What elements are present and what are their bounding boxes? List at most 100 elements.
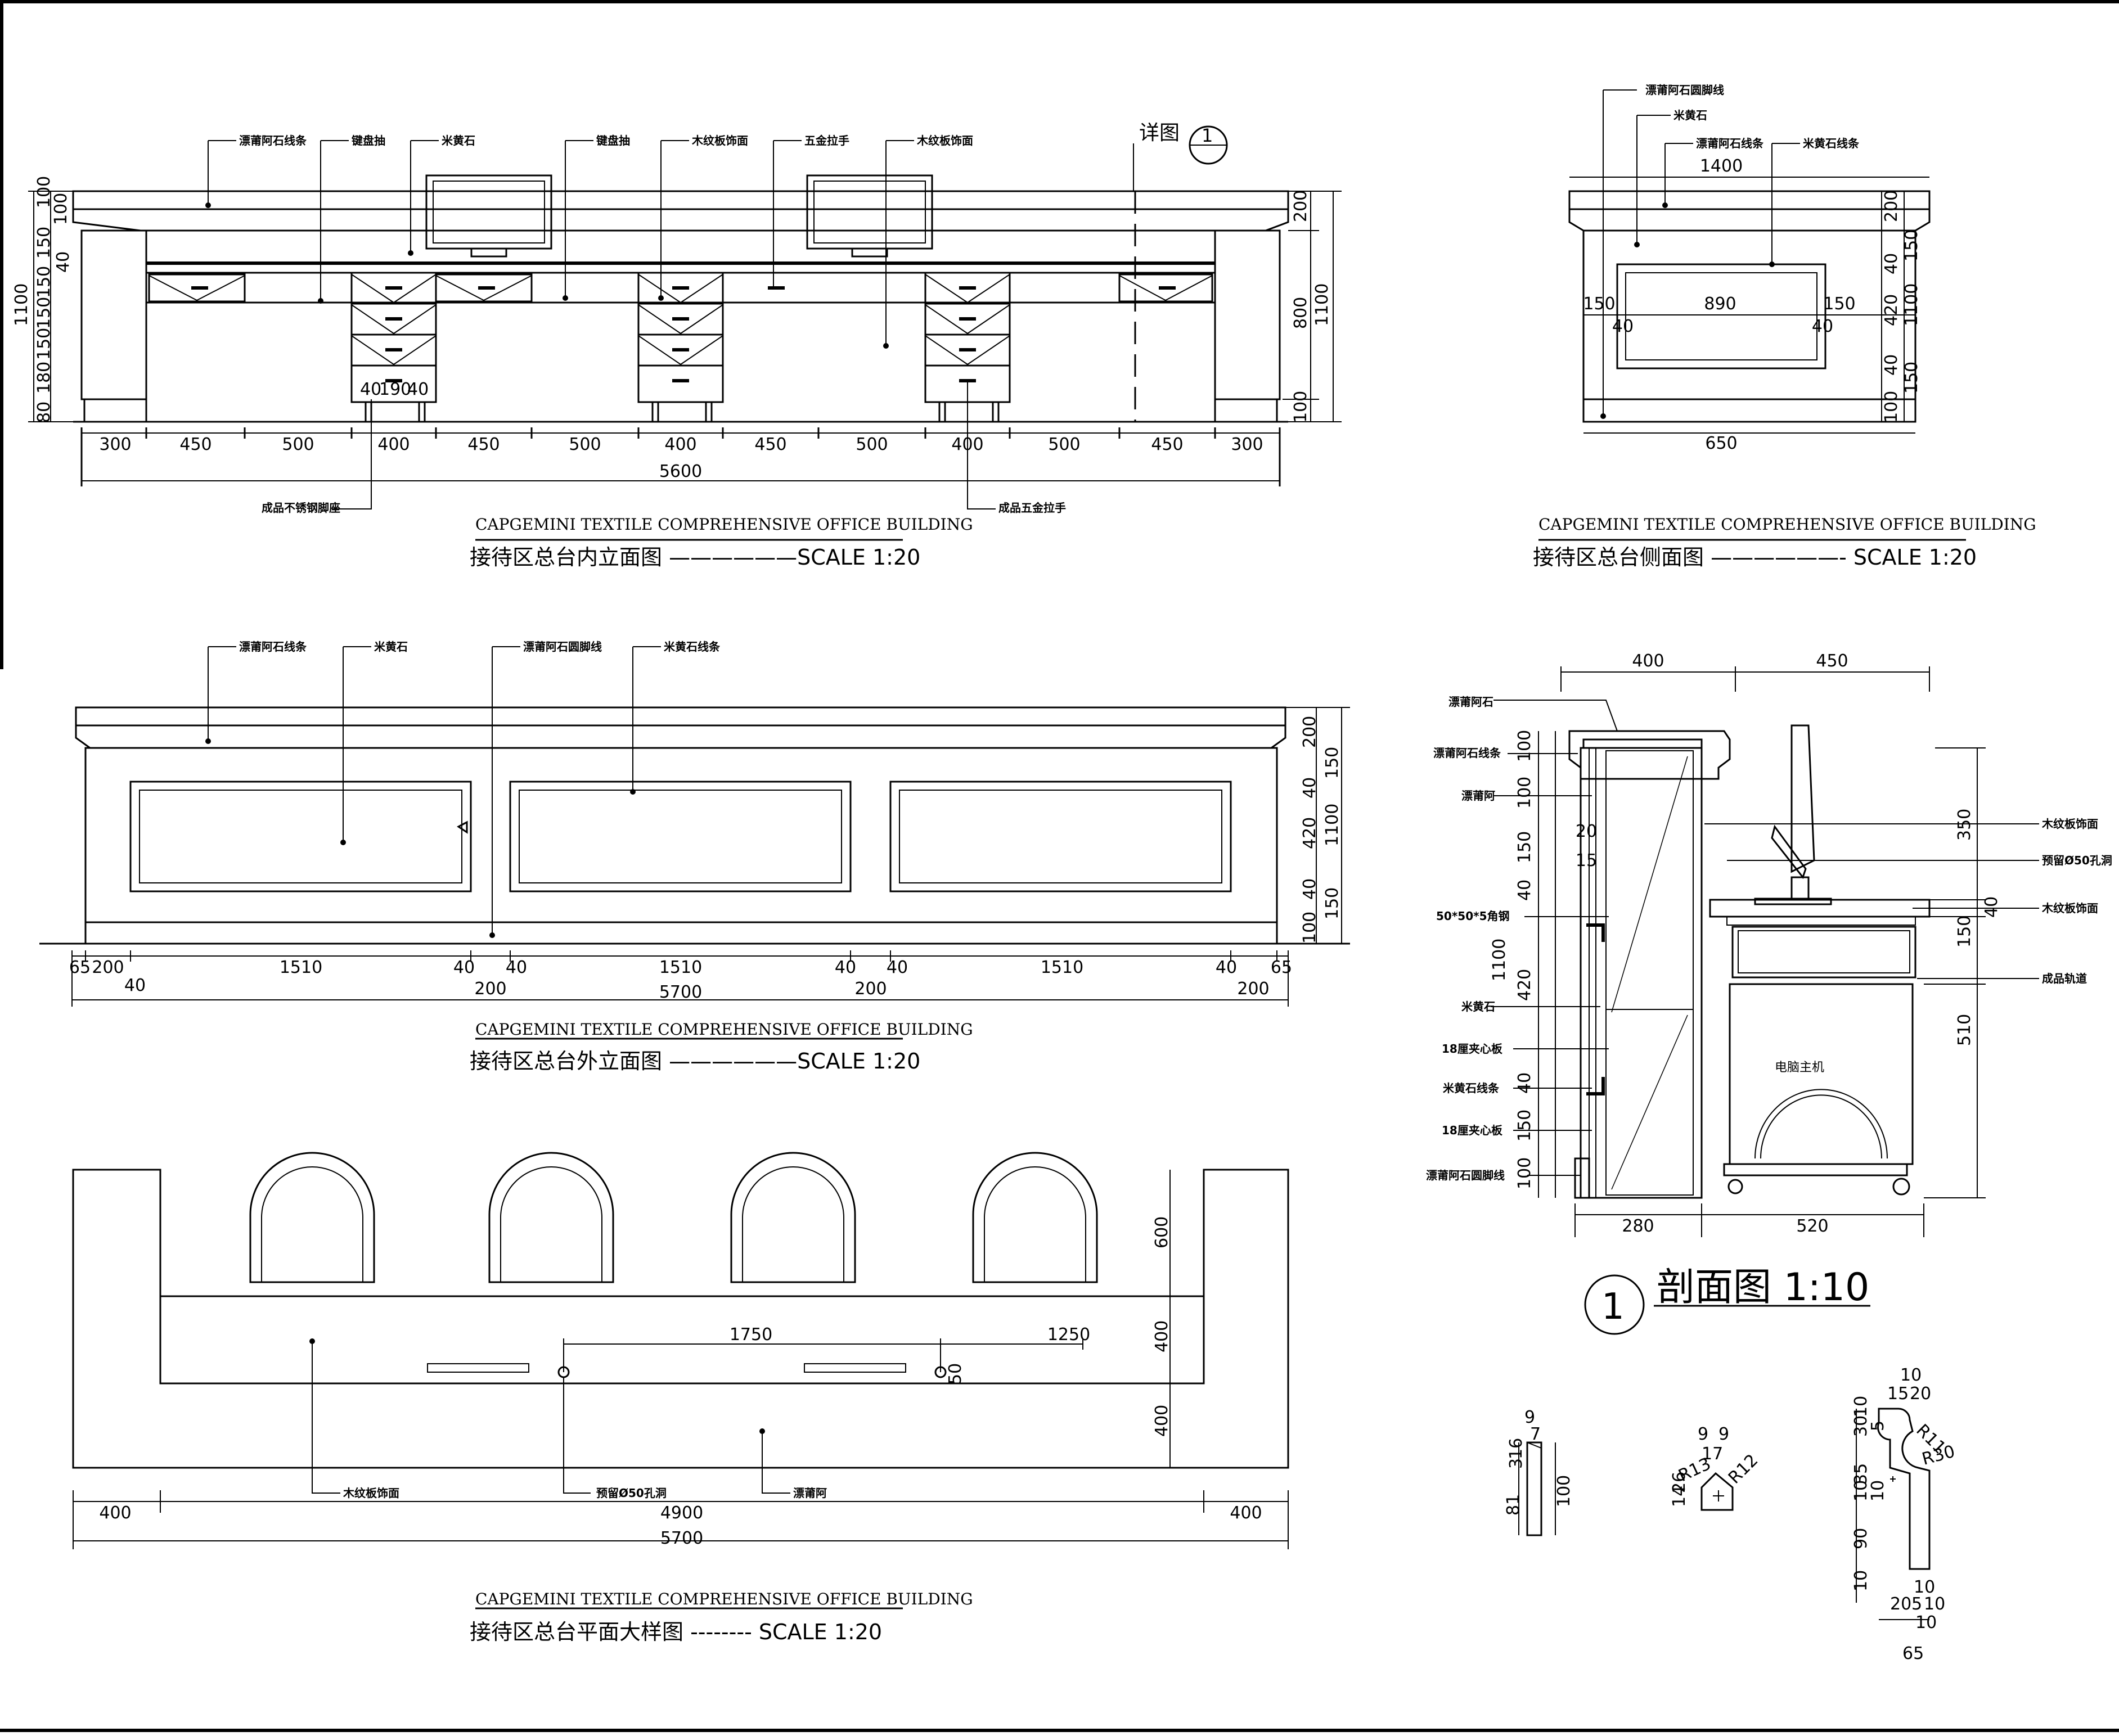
- section-number: 1: [1601, 1286, 1625, 1328]
- dim-total: 5600: [659, 462, 702, 481]
- dim-value: 420: [1300, 817, 1320, 849]
- dim-value: 420: [1515, 969, 1535, 1001]
- dim-total: 5700: [659, 982, 702, 1002]
- dim-value: 10: [1851, 1480, 1871, 1501]
- dim-value: 40: [360, 380, 381, 399]
- section-view-text: 漂莆阿石 漂莆阿石线条 漂莆阿 50*50*5角钢 米黄石 18厘夹心板 米黄石…: [1426, 651, 2112, 1328]
- outer-elevation: [39, 646, 1350, 1040]
- dim-value: 300: [1231, 435, 1263, 454]
- drawing-title-en: CAPGEMINI TEXTILE COMPREHENSIVE OFFICE B…: [1538, 515, 2036, 534]
- profile-details-text: 9 7 16 3 81 100 9 9 17 R13 R12 14 26 10 …: [1504, 1365, 1957, 1663]
- dim-value: 10: [1868, 1480, 1888, 1501]
- dim-value: 100: [1515, 730, 1535, 762]
- leader-label: 成品轨道: [2042, 972, 2087, 985]
- dim-value: 10: [1915, 1613, 1937, 1633]
- leader-label: 成品不锈钢脚座: [262, 501, 340, 515]
- leader-label: 五金拉手: [804, 134, 849, 147]
- dim-value: 200: [1300, 716, 1320, 748]
- leader-label: 18厘夹心板: [1442, 1124, 1503, 1137]
- chair: [488, 1152, 614, 1283]
- drawing-title-zh: 接待区总台平面大样图 -------- SCALE 1:20: [470, 1620, 882, 1644]
- dim-value: 40: [1612, 317, 1634, 336]
- dim-value: 100: [1291, 391, 1311, 423]
- dim-total: 5700: [660, 1528, 703, 1548]
- plan-view-text: 木纹板饰面 预留Ø50孔洞 漂莆阿 1750 1250 400 4900 400…: [99, 1216, 1262, 1644]
- dim-value: 450: [179, 435, 212, 454]
- dim-value: 30: [1851, 1415, 1871, 1437]
- drawing-title-en: CAPGEMINI TEXTILE COMPREHENSIVE OFFICE B…: [475, 1020, 973, 1039]
- dim-value: 10: [1914, 1577, 1935, 1597]
- side-elevation-text: 漂莆阿石圆脚线 米黄石 漂莆阿石线条 米黄石线条 1400 650 150 89…: [1533, 83, 2036, 570]
- dim-total: 1100: [12, 283, 32, 326]
- dim-value: 280: [1622, 1216, 1654, 1236]
- dim-value: 1510: [280, 958, 322, 977]
- dim-value: 150: [1823, 294, 1855, 314]
- dim-value: 40: [1515, 1072, 1535, 1094]
- dim-value: 450: [754, 435, 786, 454]
- chair: [972, 1152, 1098, 1283]
- dim-value: 500: [856, 435, 888, 454]
- dim-value: 400: [377, 435, 410, 454]
- dim-value: R12: [1725, 1450, 1762, 1487]
- front-elevation-text: 漂莆阿石线条 键盘抽 米黄石 键盘抽 木纹板饰面 五金拉手 木纹板饰面 详图 1…: [12, 121, 1332, 570]
- dim-value: 500: [282, 435, 314, 454]
- dim-value: 40: [1882, 354, 1901, 376]
- dim-value: 400: [1632, 651, 1664, 671]
- dim-value: 40: [407, 380, 429, 399]
- dim-value: 450: [467, 435, 500, 454]
- leader-label: 漂莆阿石圆脚线: [523, 640, 602, 653]
- dim-total: 1100: [1490, 939, 1509, 981]
- dim-value: 400: [1152, 1405, 1172, 1437]
- leader-label: 米黄石: [374, 640, 408, 653]
- leader-label: 键盘抽: [352, 134, 385, 147]
- leader-label: 预留Ø50孔洞: [2042, 854, 2112, 867]
- dim-value: 450: [1816, 651, 1848, 671]
- dim-value: 40: [1300, 777, 1320, 799]
- dim-value: 20: [1576, 822, 1597, 841]
- dim-value: 150: [1902, 362, 1922, 394]
- leader-label: 成品五金拉手: [998, 501, 1066, 515]
- dim-value: 16: [1506, 1438, 1526, 1459]
- dim-value: 200: [1882, 190, 1901, 222]
- dim-value: 7: [1530, 1424, 1541, 1444]
- dim-value: 40: [835, 958, 856, 977]
- dim-value: 14: [1670, 1486, 1689, 1507]
- detail-number: 1: [1202, 125, 1213, 146]
- dim-value: 150: [1515, 831, 1535, 863]
- dim-value: 180: [34, 362, 54, 394]
- dim-value: 200: [92, 958, 124, 977]
- dim-value: 400: [1230, 1503, 1262, 1523]
- leader-label: 木纹板饰面: [2041, 817, 2098, 831]
- dim-value: 150: [1322, 887, 1342, 919]
- dim-value: 150: [34, 328, 54, 360]
- dim-value: 40: [53, 251, 73, 273]
- section-view: [1491, 666, 2039, 1335]
- side-elevation: [1538, 89, 1966, 541]
- dim-value: 20: [1910, 1384, 1931, 1404]
- dim-value: 15: [1887, 1384, 1909, 1404]
- leader-label: 漂莆阿: [793, 1486, 827, 1500]
- leader-label: 键盘抽: [596, 134, 630, 147]
- dim-value: 40: [1812, 317, 1833, 336]
- dim-value: 26: [1670, 1472, 1689, 1493]
- dim-value: 80: [34, 402, 54, 423]
- drawing-title-en: CAPGEMINI TEXTILE COMPREHENSIVE OFFICE B…: [475, 515, 973, 534]
- drawing-title-zh: 接待区总台内立面图 ——————SCALE 1:20: [470, 545, 920, 570]
- dim-value: 400: [951, 435, 983, 454]
- dim-value: 150: [1955, 916, 1974, 948]
- dim-value: 1250: [1047, 1325, 1090, 1345]
- leader-label: 木纹板饰面: [691, 134, 748, 147]
- dim-value: 150: [34, 266, 54, 298]
- plan-view: [72, 1152, 1289, 1609]
- dim-value: 10: [1851, 1396, 1871, 1417]
- dim-value: 15: [1576, 851, 1597, 871]
- dim-value: 510: [1955, 1014, 1974, 1046]
- dim-value: 5: [1911, 1594, 1922, 1614]
- dim-value: 1510: [659, 958, 702, 977]
- dim-value: 150: [34, 227, 54, 259]
- dim-value: 40: [1982, 896, 2001, 918]
- dim-value: 100: [1515, 777, 1535, 809]
- dim-value: 20: [1890, 1594, 1911, 1614]
- dim-value: 40: [1515, 880, 1535, 901]
- dim-value: 400: [99, 1503, 131, 1523]
